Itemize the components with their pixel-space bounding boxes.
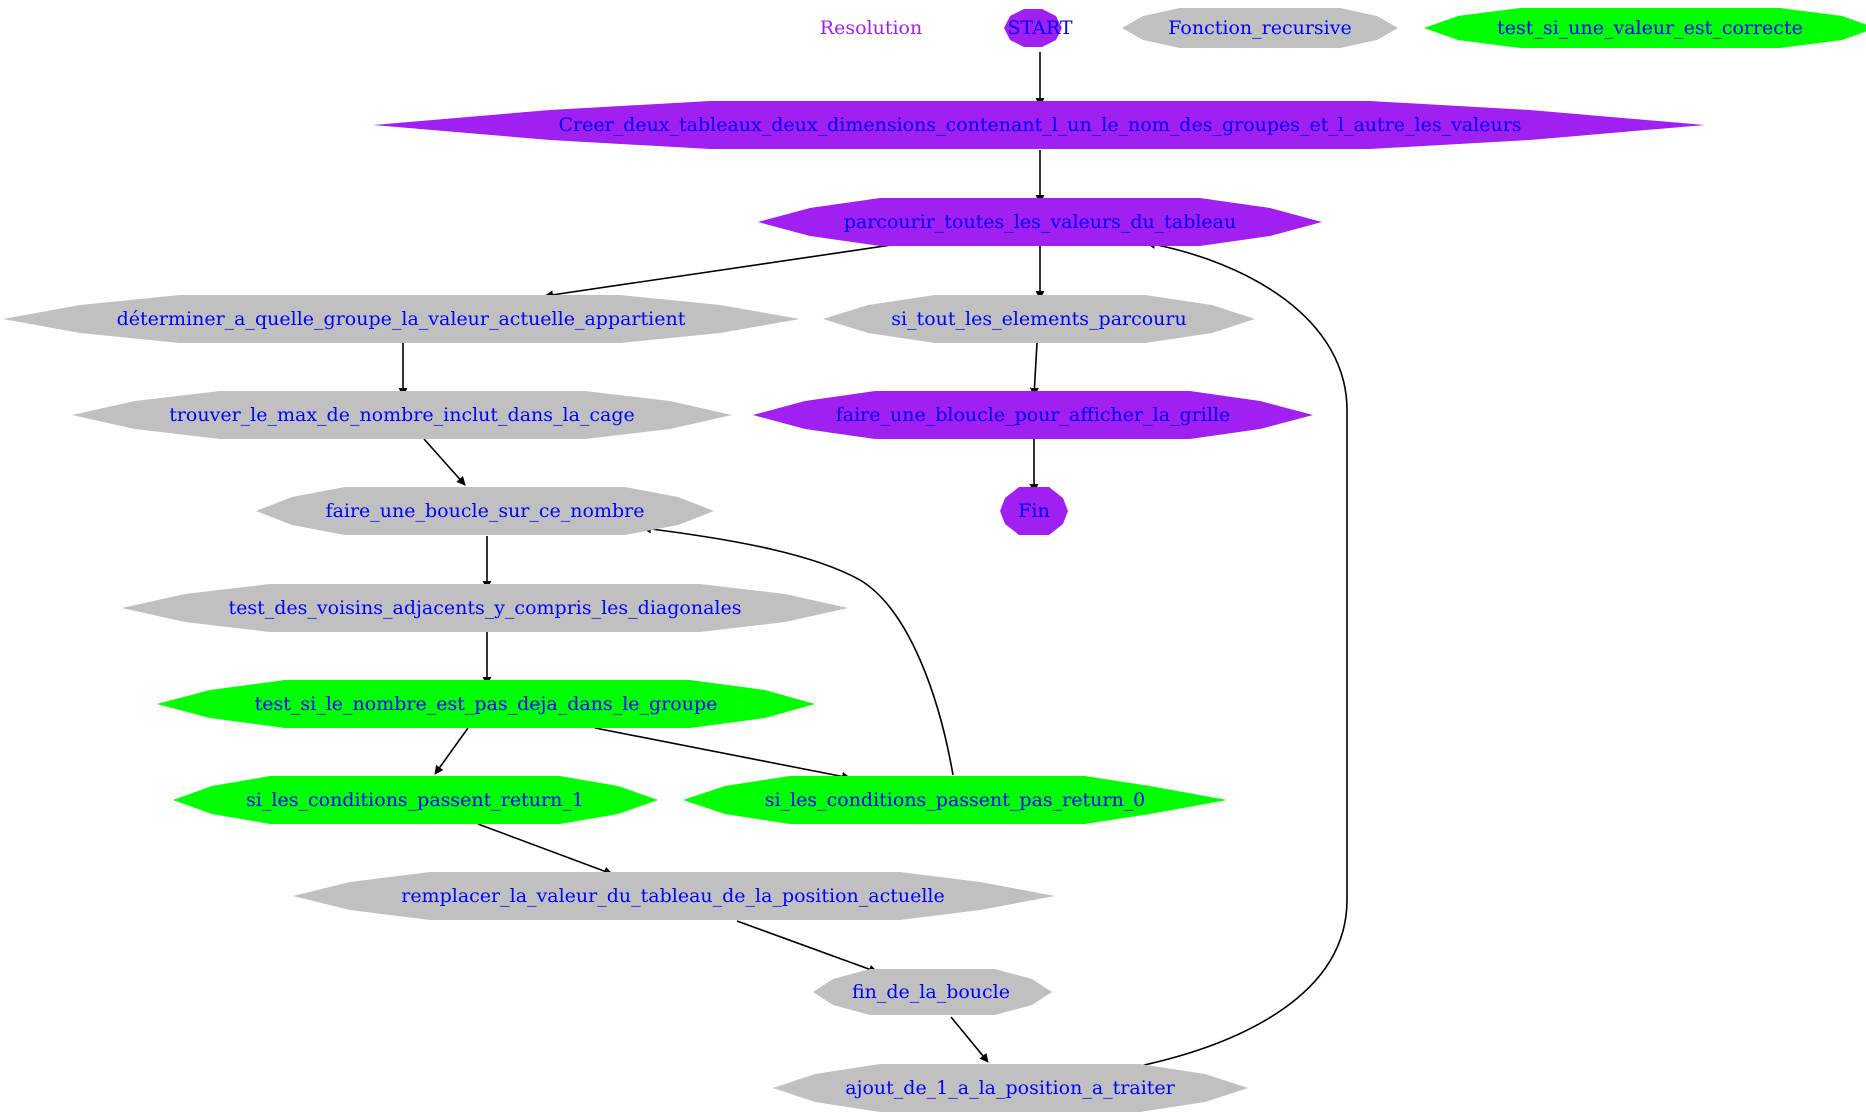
node-return0: si_les_conditions_passent_pas_return_0 — [683, 776, 1227, 824]
node-return1: si_les_conditions_passent_return_1 — [173, 776, 658, 824]
node-faire-grille-label: faire_une_bloucle_pour_afficher_la_grill… — [836, 404, 1231, 426]
legend-test-correcte-label: test_si_une_valeur_est_correcte — [1497, 17, 1803, 39]
node-fin: Fin — [1000, 487, 1068, 535]
node-ajout-shape — [773, 1064, 1248, 1112]
legend-start-shape — [1004, 9, 1062, 47]
node-determiner-shape — [3, 295, 800, 343]
edge-parcourir-determiner — [544, 242, 906, 300]
node-fin-label: Fin — [1018, 500, 1050, 522]
legend-fonction-recursive-node: Fonction_recursive — [1122, 8, 1398, 48]
node-faire-grille: faire_une_bloucle_pour_afficher_la_grill… — [753, 391, 1313, 439]
legend-start-node: START — [1004, 9, 1073, 47]
node-ajout-label: ajout_de_1_a_la_position_a_traiter — [845, 1077, 1175, 1099]
legend: Resolution START Fonction_recursive test… — [820, 8, 1866, 48]
node-creer-label: Creer_deux_tableaux_deux_dimensions_cont… — [558, 114, 1521, 136]
node-return0-label: si_les_conditions_passent_pas_return_0 — [765, 789, 1146, 811]
node-test-groupe: test_si_le_nombre_est_pas_deja_dans_le_g… — [157, 680, 815, 728]
node-fin-boucle-shape — [813, 969, 1052, 1015]
node-parcourir-label: parcourir_toutes_les_valeurs_du_tableau — [844, 211, 1237, 233]
edge-fin-boucle-ajout — [950, 1016, 989, 1063]
node-fin-shape — [1000, 487, 1068, 535]
edge-si-tout-faire-grille — [1029, 342, 1039, 397]
legend-fonction-recursive-shape — [1122, 8, 1398, 48]
node-determiner-label: déterminer_a_quelle_groupe_la_valeur_act… — [117, 308, 686, 330]
node-return1-shape — [173, 776, 658, 824]
node-remplacer: remplacer_la_valeur_du_tableau_de_la_pos… — [293, 872, 1055, 920]
node-fin-boucle: fin_de_la_boucle — [813, 969, 1052, 1015]
node-test-groupe-shape — [157, 680, 815, 728]
legend-test-correcte-node: test_si_une_valeur_est_correcte — [1424, 8, 1866, 48]
edge-trouver-max-boucle — [423, 438, 466, 486]
legend-title: Resolution — [820, 17, 922, 39]
legend-fonction-recursive-label: Fonction_recursive — [1168, 17, 1351, 39]
node-return0-shape — [683, 776, 1227, 824]
node-creer-shape — [373, 101, 1705, 149]
legend-test-correcte-shape — [1424, 8, 1866, 48]
node-voisins-shape — [122, 584, 848, 632]
node-boucle: faire_une_boucle_sur_ce_nombre — [256, 487, 714, 535]
node-si-tout-shape — [823, 295, 1255, 343]
edge-return1-remplacer — [477, 823, 613, 876]
edge-test-groupe-return1 — [434, 727, 469, 775]
node-remplacer-label: remplacer_la_valeur_du_tableau_de_la_pos… — [401, 885, 945, 907]
node-trouver-max-shape — [72, 391, 732, 439]
node-boucle-shape — [256, 487, 714, 535]
node-trouver-max-label: trouver_le_max_de_nombre_inclut_dans_la_… — [169, 404, 635, 426]
node-boucle-label: faire_une_boucle_sur_ce_nombre — [326, 500, 645, 522]
node-si-tout-label: si_tout_les_elements_parcouru — [891, 308, 1187, 330]
node-test-groupe-label: test_si_le_nombre_est_pas_deja_dans_le_g… — [255, 693, 718, 715]
node-remplacer-shape — [293, 872, 1055, 920]
edge-return0-boucle — [642, 524, 954, 776]
node-trouver-max: trouver_le_max_de_nombre_inclut_dans_la_… — [72, 391, 732, 439]
node-parcourir-shape — [758, 198, 1322, 246]
edges-layer — [398, 52, 1348, 1068]
edge-ajout-parcourir — [1134, 240, 1348, 1068]
edge-test-groupe-return0 — [594, 727, 851, 781]
node-determiner: déterminer_a_quelle_groupe_la_valeur_act… — [3, 295, 800, 343]
node-voisins-label: test_des_voisins_adjacents_y_compris_les… — [229, 597, 742, 619]
node-faire-grille-shape — [753, 391, 1313, 439]
node-voisins: test_des_voisins_adjacents_y_compris_les… — [122, 584, 848, 632]
node-creer: Creer_deux_tableaux_deux_dimensions_cont… — [373, 101, 1705, 149]
node-si-tout: si_tout_les_elements_parcouru — [823, 295, 1255, 343]
node-parcourir: parcourir_toutes_les_valeurs_du_tableau — [758, 198, 1322, 246]
edge-remplacer-fin-boucle — [736, 920, 878, 974]
node-return1-label: si_les_conditions_passent_return_1 — [246, 789, 584, 811]
node-fin-boucle-label: fin_de_la_boucle — [852, 981, 1010, 1003]
node-ajout: ajout_de_1_a_la_position_a_traiter — [773, 1064, 1248, 1112]
legend-start-label: START — [1007, 17, 1072, 39]
